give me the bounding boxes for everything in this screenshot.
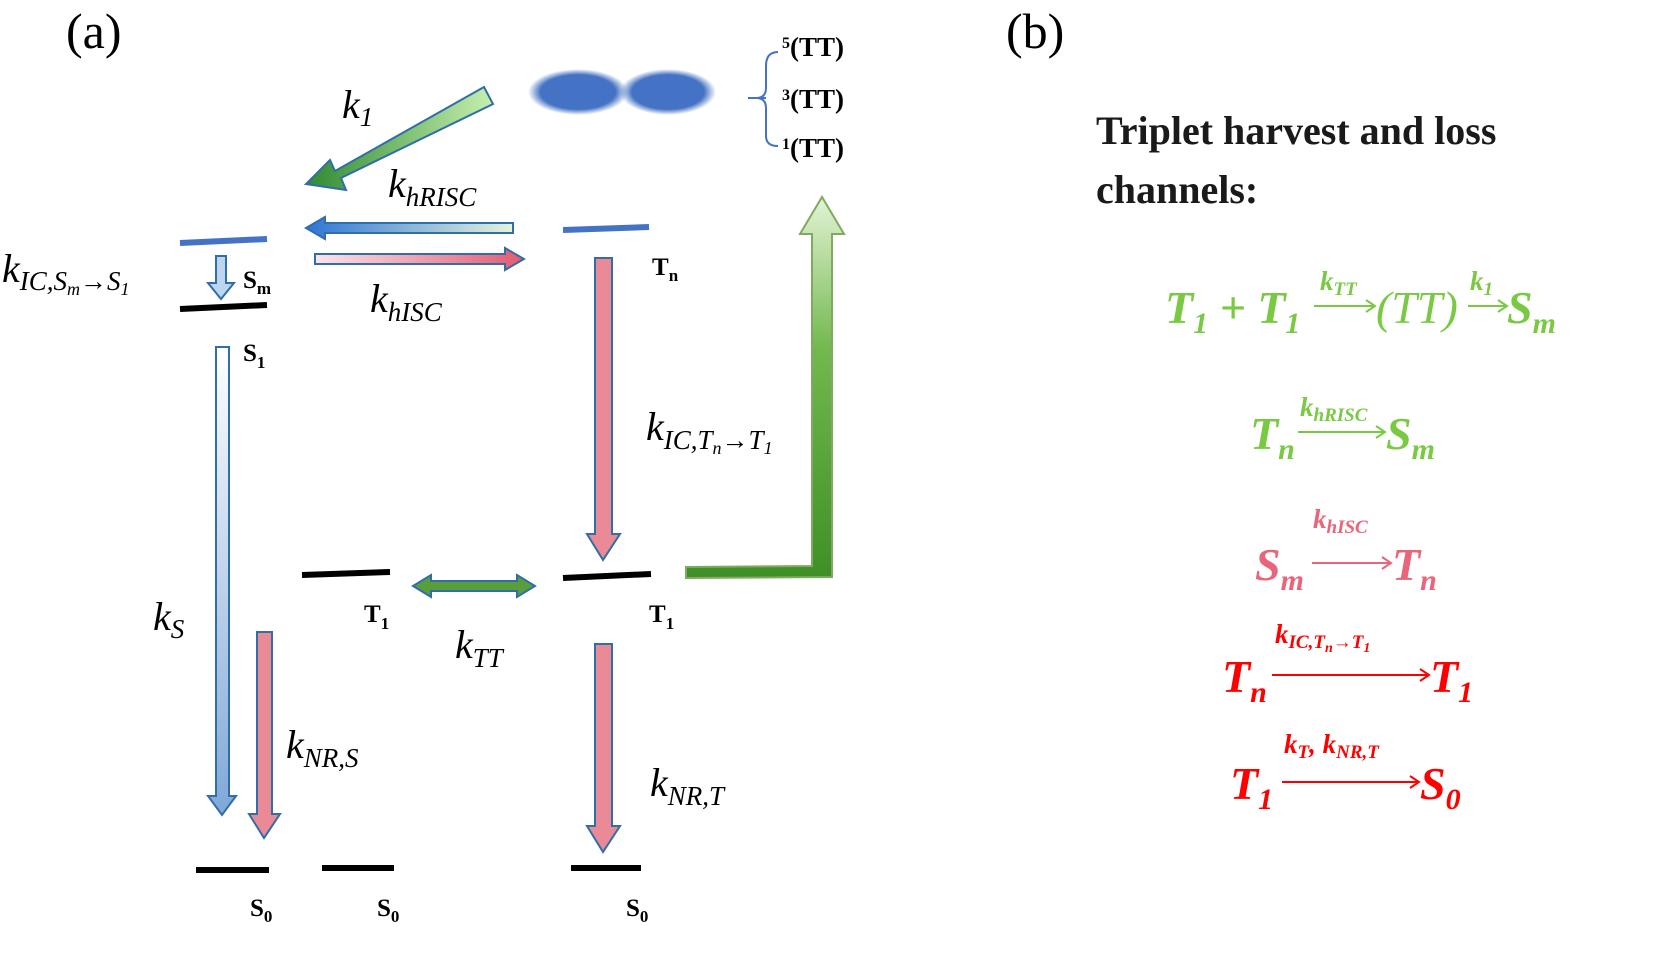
triplet-pair-blob-right [620,69,716,115]
state-Sm: Sm [243,267,271,298]
state-S0-a: S0 [250,895,272,926]
rate-k1: k1 [342,82,373,132]
svg-text:T1 + T1: T1 + T1 [1165,282,1300,340]
rate-kTT: kTT [455,622,505,673]
state-T1-right: T1 [649,601,674,633]
level-T1-left [301,569,391,578]
svg-text:(TT): (TT) [1376,282,1458,333]
svg-text:khRISC: khRISC [1300,392,1368,426]
kNRS-arrow [247,631,282,840]
rate-kNRT: kNR,T [650,760,726,811]
svg-text:kIC,Tn→T1: kIC,Tn→T1 [1275,619,1370,656]
svg-text:Tn: Tn [1250,408,1295,466]
rate-kNRS: kNR,S [286,722,359,773]
svg-text:kTT: kTT [1320,266,1358,300]
equation-triplet-fusion: kTT k1 T1 + T1 (TT) Sm [1165,266,1556,340]
rate-kIC-T: kIC,Tn→T1 [646,404,773,458]
svg-text:S0: S0 [1420,758,1461,816]
svg-text:Tn: Tn [1222,651,1267,709]
svg-text:Sm: Sm [1507,282,1556,340]
svg-text:khISC: khISC [1313,504,1368,538]
panel-label-b: (b) [1006,3,1064,59]
khISC-arrow [314,246,526,272]
kIC-S-arrow [205,255,237,301]
level-S1 [179,302,268,312]
pair-states-brace [748,51,779,147]
state-Tn: Tn [652,254,679,285]
pair-state-triplet: 3(TT) [782,84,844,114]
level-Tn [562,224,650,233]
equation-hISC: khISC Sm Tn [1255,504,1437,597]
k1-arrow [303,85,495,192]
svg-text:k1: k1 [1470,266,1493,300]
rate-kIC-S: kIC,Sm→S1 [2,246,130,299]
svg-text:kT, kNR,T: kT, kNR,T [1284,729,1380,763]
kS-arrow [206,346,238,817]
kTT-arrow [411,573,537,599]
panel-label-a: (a) [66,3,122,59]
equation-triplet-decay: kT, kNR,T T1 S0 [1230,729,1461,816]
rate-khRISC: khRISC [388,161,477,212]
svg-text:T1: T1 [1430,651,1473,709]
equation-hRISC: khRISC Tn Sm [1250,392,1435,466]
level-T1-right [562,571,652,581]
rate-kS: kS [153,594,185,644]
svg-text:Sm: Sm [1386,408,1435,466]
state-T1-left: T1 [364,601,389,633]
svg-text:Tn: Tn [1392,539,1437,597]
svg-text:T1: T1 [1230,758,1273,816]
panel-b-heading-line2: channels: [1096,167,1258,212]
pair-state-singlet: 1(TT) [782,133,844,163]
level-Sm [179,236,268,246]
triplet-fusion-arrow [685,195,846,580]
rate-khISC: khISC [370,276,443,327]
triplet-pair-blob-left [528,69,628,115]
state-S0-b: S0 [377,895,399,926]
pair-state-quintet: 5(TT) [782,32,844,62]
state-S0-c: S0 [626,895,648,926]
svg-text:Sm: Sm [1255,539,1304,597]
kNRT-arrow [585,643,622,854]
state-S1: S1 [243,340,265,372]
panel-b-heading-line1: Triplet harvest and loss [1096,108,1496,153]
kIC-T-arrow [585,257,622,562]
equation-IC-triplet: kIC,Tn→T1 Tn T1 [1222,619,1473,709]
khRISC-arrow [304,215,514,241]
